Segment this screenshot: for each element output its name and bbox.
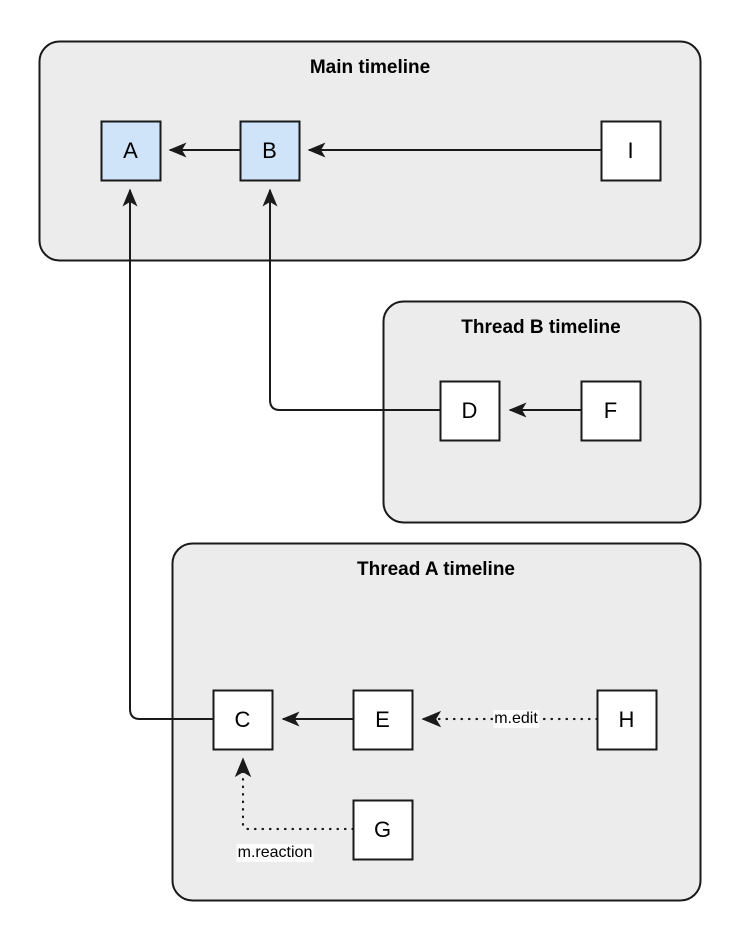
edges-layer bbox=[122, 142, 601, 831]
edge-label-G-to-C: m.reaction bbox=[236, 844, 314, 862]
event-node-D[interactable] bbox=[439, 380, 501, 442]
event-node-H[interactable] bbox=[596, 689, 658, 751]
event-node-A[interactable] bbox=[100, 120, 162, 182]
event-node-I[interactable] bbox=[600, 120, 662, 182]
event-node-C[interactable] bbox=[212, 689, 274, 751]
edge-C-to-A bbox=[122, 188, 213, 720]
edge-label-H-to-E: m.edit bbox=[493, 710, 539, 728]
timeline-group-title-threadA: Thread A timeline bbox=[356, 559, 516, 580]
event-node-G[interactable] bbox=[352, 799, 414, 861]
edge-G-to-C bbox=[234, 757, 355, 831]
timeline-group-title-main: Main timeline bbox=[309, 57, 431, 78]
edge-D-to-B bbox=[262, 188, 440, 411]
timeline-group-threadB bbox=[382, 300, 702, 524]
timeline-group-title-threadB: Thread B timeline bbox=[461, 317, 621, 338]
event-node-F[interactable] bbox=[580, 380, 642, 442]
event-nodes-layer bbox=[100, 120, 662, 861]
event-node-B[interactable] bbox=[239, 120, 301, 182]
event-node-E[interactable] bbox=[352, 689, 414, 751]
